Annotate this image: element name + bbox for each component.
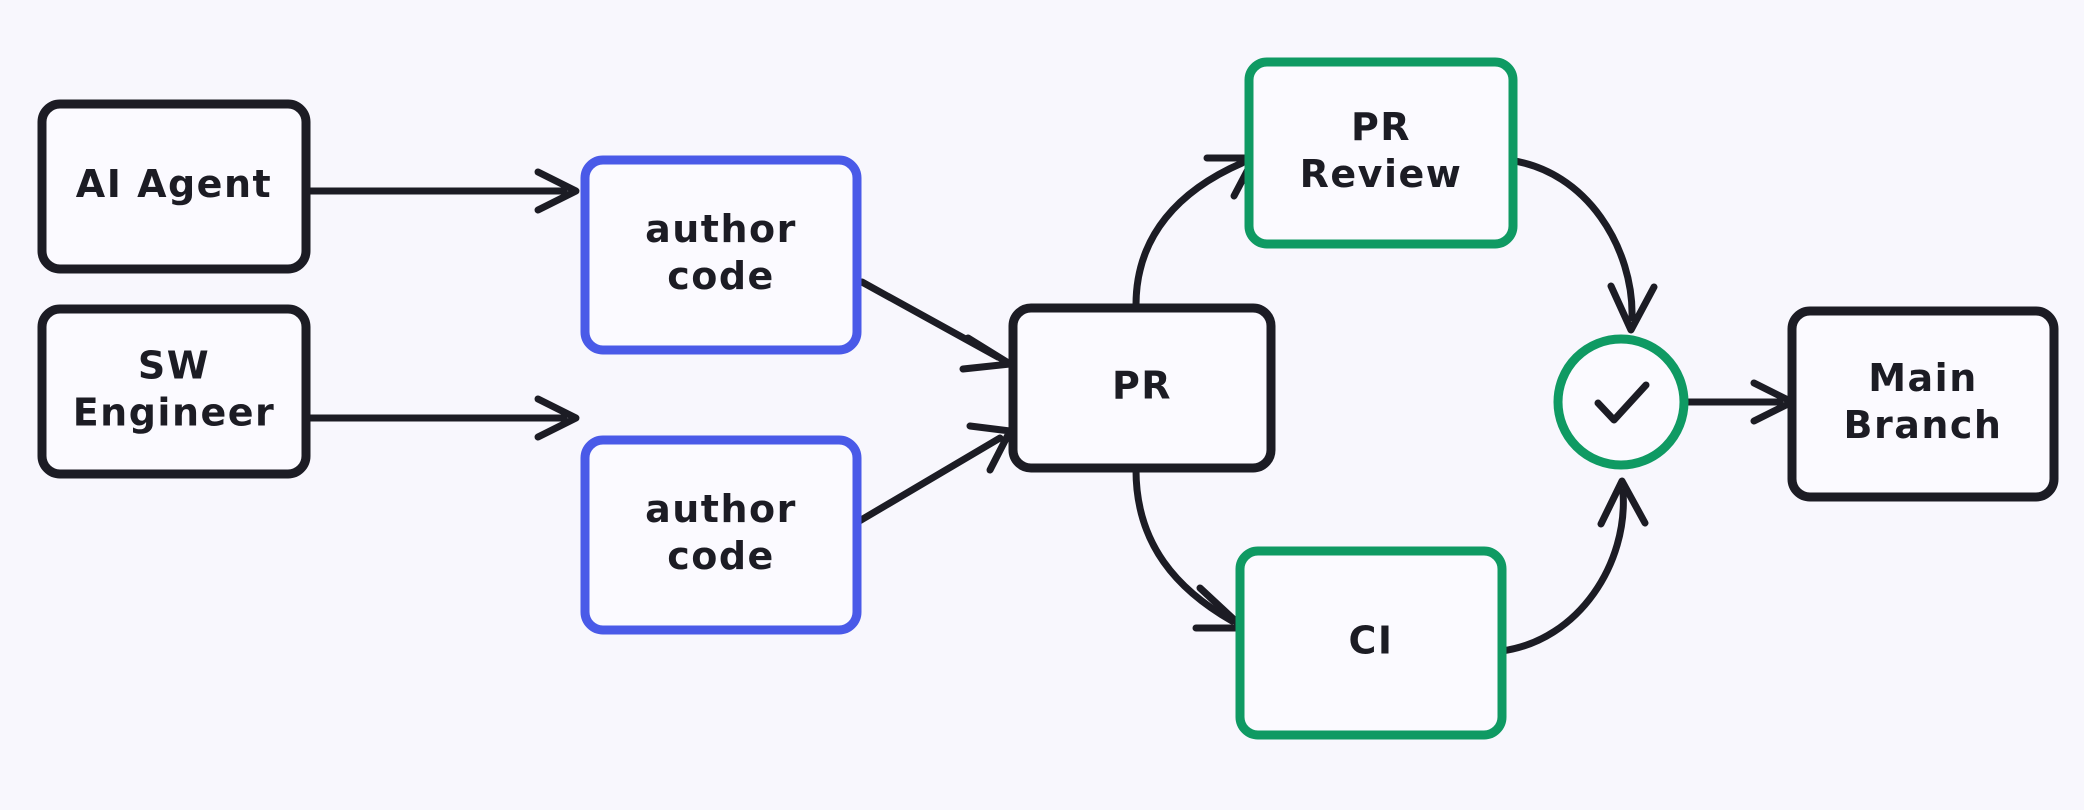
edge-merge-check-to-main-branch bbox=[1682, 379, 1796, 425]
author-code-top-label-line2: code bbox=[667, 254, 775, 298]
node-ai-agent[interactable]: AI Agent bbox=[37, 99, 311, 274]
author-code-bottom-label-line2: code bbox=[667, 534, 775, 578]
node-main-branch[interactable]: Main Branch bbox=[1787, 306, 2059, 502]
merge-check-circle[interactable] bbox=[1553, 334, 1689, 470]
node-author-code-bottom[interactable]: author code bbox=[580, 435, 862, 635]
ci-box[interactable] bbox=[1235, 546, 1507, 740]
main-branch-box[interactable] bbox=[1787, 306, 2059, 502]
node-pr-review[interactable]: PR Review bbox=[1244, 57, 1518, 249]
pr-review-label-line2: Review bbox=[1300, 152, 1463, 196]
pr-box[interactable] bbox=[1008, 303, 1276, 473]
edge-sw-engineer-to-author-code-bottom bbox=[302, 395, 580, 441]
author-code-top-label-line1: author bbox=[645, 207, 797, 251]
pr-review-label-line1: PR bbox=[1351, 105, 1411, 149]
sw-engineer-label-line2: Engineer bbox=[73, 391, 276, 435]
main-branch-label-line2: Branch bbox=[1844, 403, 2003, 447]
pr-review-box[interactable] bbox=[1244, 57, 1518, 249]
node-ci[interactable]: CI bbox=[1235, 546, 1507, 740]
node-merge-check[interactable] bbox=[1553, 334, 1689, 470]
ci-label: CI bbox=[1348, 619, 1393, 663]
edge-ci-to-merge-check bbox=[1498, 477, 1649, 655]
edge-author-code-top-to-pr bbox=[858, 278, 1014, 373]
check-icon bbox=[1594, 381, 1650, 424]
edge-pr-review-to-merge-check bbox=[1504, 156, 1658, 334]
main-branch-label-line1: Main bbox=[1868, 356, 1978, 400]
edge-ai-agent-to-author-code-top bbox=[302, 168, 580, 214]
author-code-bottom-box[interactable] bbox=[580, 435, 862, 635]
ai-agent-label: AI Agent bbox=[76, 162, 272, 206]
author-code-top-box[interactable] bbox=[580, 155, 862, 355]
ai-agent-box[interactable] bbox=[37, 99, 311, 274]
node-sw-engineer[interactable]: SW Engineer bbox=[37, 304, 311, 479]
edge-pr-to-pr-review bbox=[1132, 154, 1258, 309]
pr-label: PR bbox=[1112, 364, 1172, 408]
sw-engineer-label-line1: SW bbox=[138, 344, 210, 388]
node-pr[interactable]: PR bbox=[1008, 303, 1276, 473]
edge-author-code-bottom-to-pr bbox=[852, 422, 1014, 527]
sw-engineer-box[interactable] bbox=[37, 304, 311, 479]
edge-pr-to-ci bbox=[1132, 466, 1247, 632]
author-code-bottom-label-line1: author bbox=[645, 487, 797, 531]
node-author-code-top[interactable]: author code bbox=[580, 155, 862, 355]
